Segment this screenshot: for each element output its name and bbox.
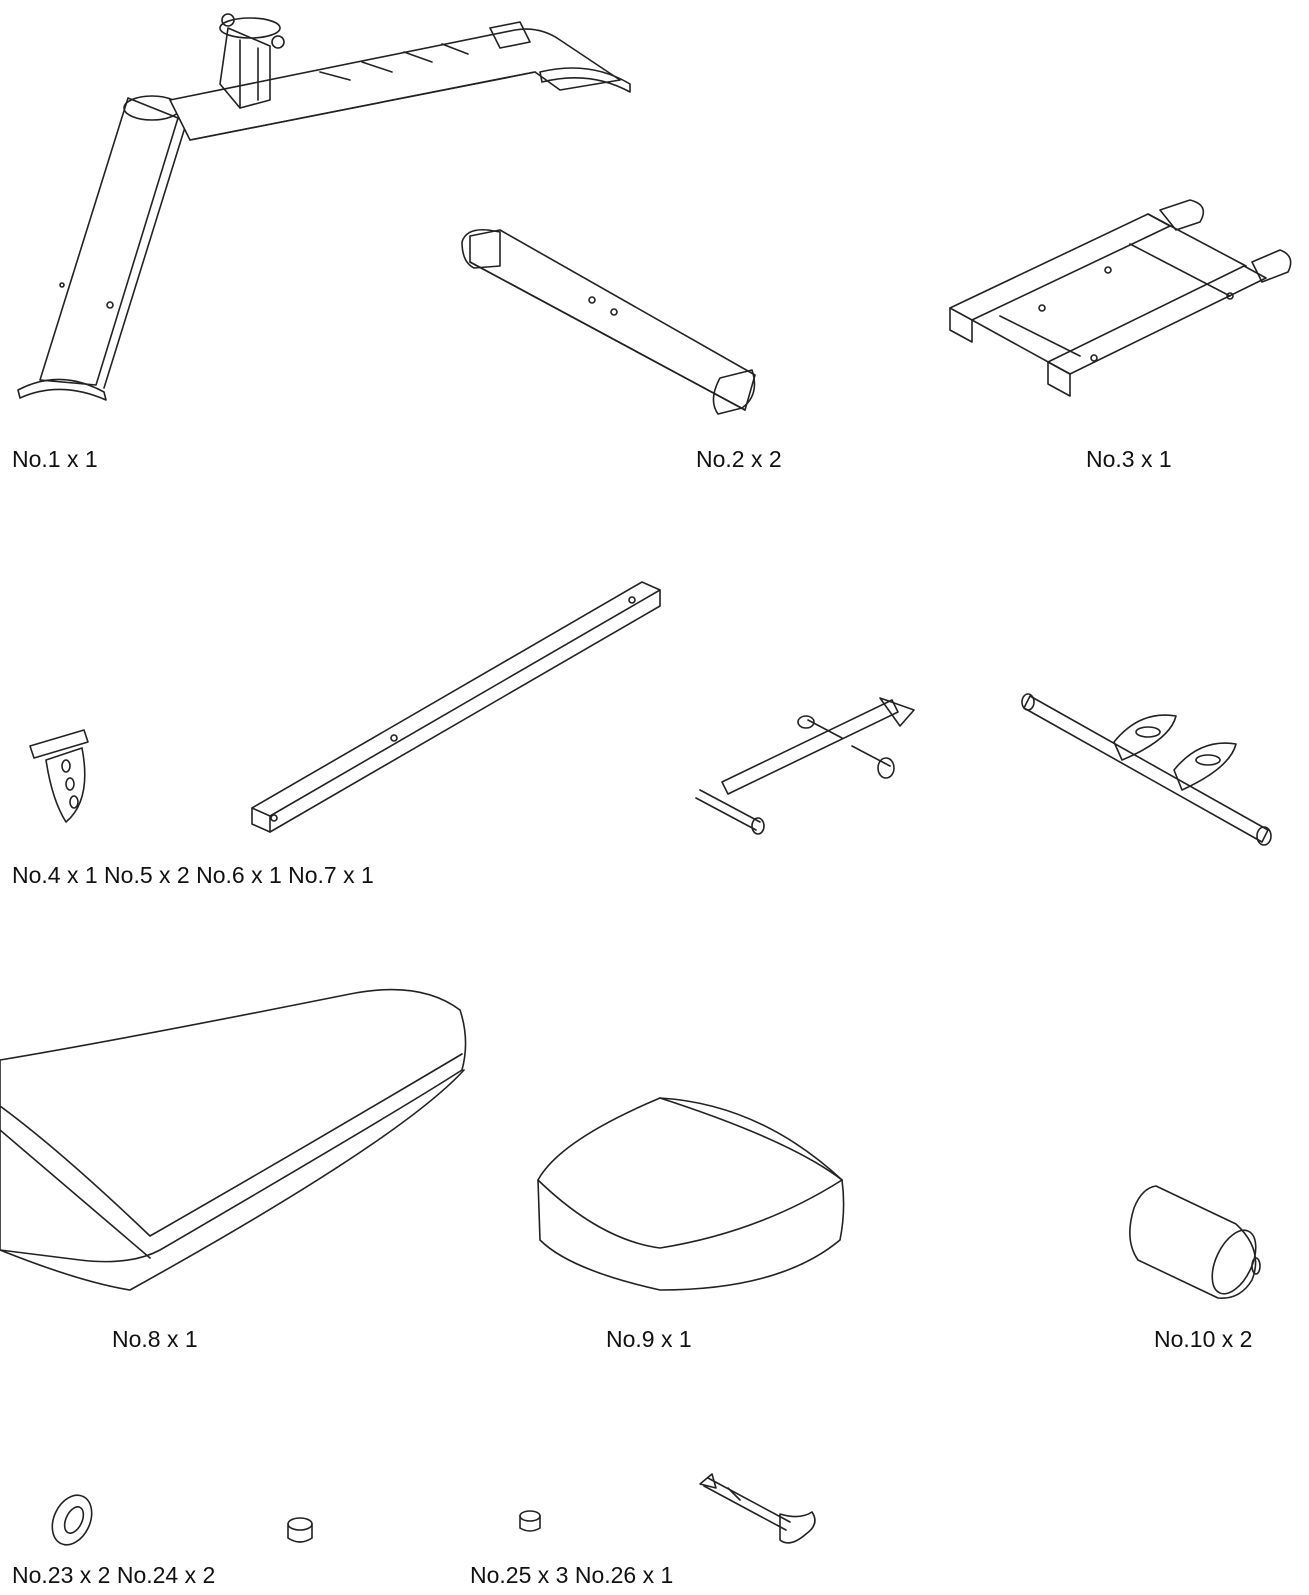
- label-part-3: No.3 x 1: [1086, 446, 1172, 472]
- label-parts-4-to-7: No.4 x 1 No.5 x 2 No.6 x 1 No.7 x 1: [12, 862, 374, 888]
- label-parts-25-26: No.25 x 3 No.26 x 1: [470, 1562, 674, 1588]
- part-23-washer: [51, 1494, 93, 1546]
- part-4-bracket: [29, 729, 89, 823]
- part-2-tube: [461, 228, 756, 415]
- part-7-round-bar: [1021, 693, 1272, 846]
- label-parts-23-24: No.23 x 2 No.24 x 2: [12, 1562, 216, 1588]
- label-part-9: No.9 x 1: [606, 1326, 692, 1352]
- part-10-roller: [1129, 1185, 1261, 1299]
- part-5-long-bar: [251, 581, 661, 833]
- part-3-frame: [949, 199, 1292, 397]
- label-part-2: No.2 x 2: [696, 446, 782, 472]
- part-26-pull-pin: [699, 1473, 816, 1544]
- part-9-seat-pad: [537, 1097, 845, 1291]
- part-25-cap: [519, 1510, 541, 1532]
- label-part-1: No.1 x 1: [12, 446, 98, 472]
- label-part-10: No.10 x 2: [1154, 1326, 1253, 1352]
- label-part-8: No.8 x 1: [112, 1326, 198, 1352]
- part-1-main-frame: [17, 13, 631, 401]
- part-6-peg-bar: [695, 697, 915, 835]
- part-24-cap: [287, 1517, 313, 1543]
- part-8-backrest-pad: [0, 988, 467, 1291]
